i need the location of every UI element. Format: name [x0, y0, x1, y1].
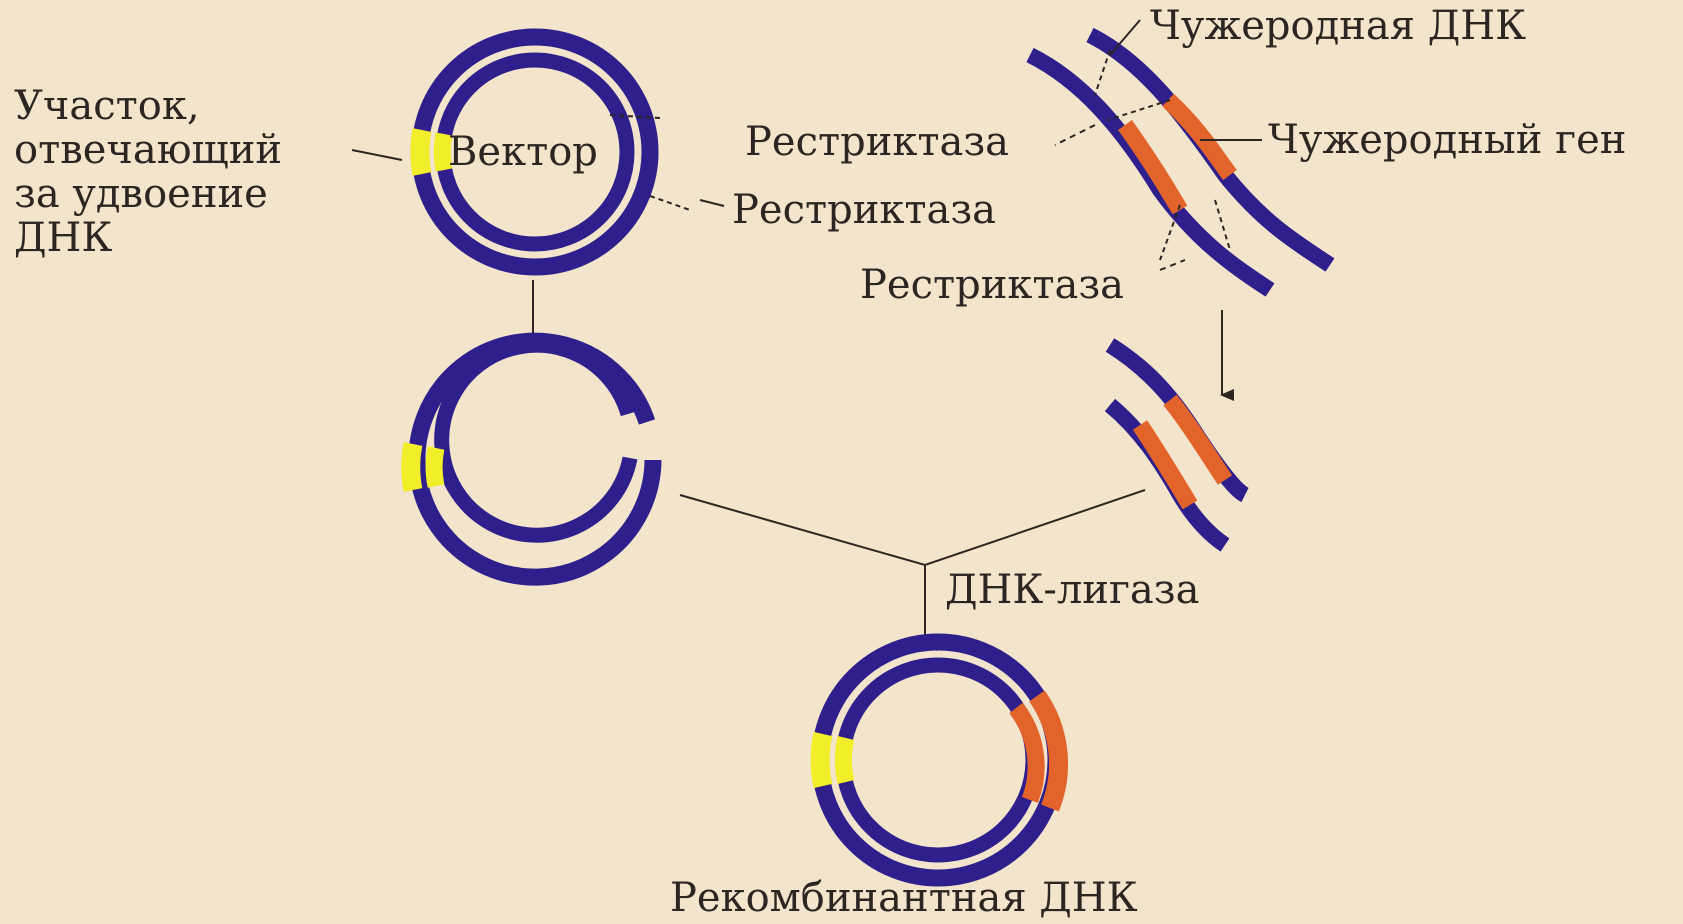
cut-origin-inner — [434, 448, 436, 486]
vector-origin-outer — [420, 130, 422, 174]
foreign-dna-label: Чужеродная ДНК — [1150, 4, 1526, 48]
vector-origin-inner — [442, 134, 444, 170]
recombinant-plasmid — [820, 642, 1059, 878]
fragment-gene-1 — [1170, 400, 1225, 480]
foreign-gene-strand-2 — [1125, 125, 1180, 210]
cut-origin-outer — [411, 444, 413, 490]
ligase-label: ДНК-лигаза — [945, 568, 1199, 612]
cut-vector-inner — [442, 345, 630, 535]
restriction-pointer-top — [1055, 125, 1095, 145]
foreign-gene-strand-1 — [1168, 100, 1230, 175]
recombinant-origin-inner — [843, 738, 846, 782]
foreign-gene-label: Чужеродный ген — [1268, 118, 1626, 162]
recombinant-dna-label: Рекомбинантная ДНК — [670, 876, 1138, 920]
restriction-enzyme-label-vector: Рестриктаза — [732, 188, 996, 232]
recombinant-inner-strand — [843, 665, 1033, 855]
restriction-pointer-vector — [700, 200, 724, 206]
cut-vector-plasmid — [411, 341, 653, 577]
excised-gene-fragment — [1110, 345, 1245, 545]
vector-label: Вектор — [448, 130, 598, 174]
restriction-enzyme-label-bottom: Рестриктаза — [860, 263, 1124, 307]
fragment-gene-2 — [1140, 425, 1190, 505]
recombinant-origin-outer — [820, 734, 823, 786]
recombinant-outer-strand — [820, 642, 1056, 878]
restriction-pointer-bottom — [1160, 260, 1185, 270]
origin-label: Участок, отвечающий за удвоение ДНК — [14, 84, 344, 260]
origin-pointer — [352, 150, 402, 160]
ligation-merge-lines — [680, 490, 1145, 565]
restriction-enzyme-label-top: Рестриктаза — [745, 120, 1009, 164]
